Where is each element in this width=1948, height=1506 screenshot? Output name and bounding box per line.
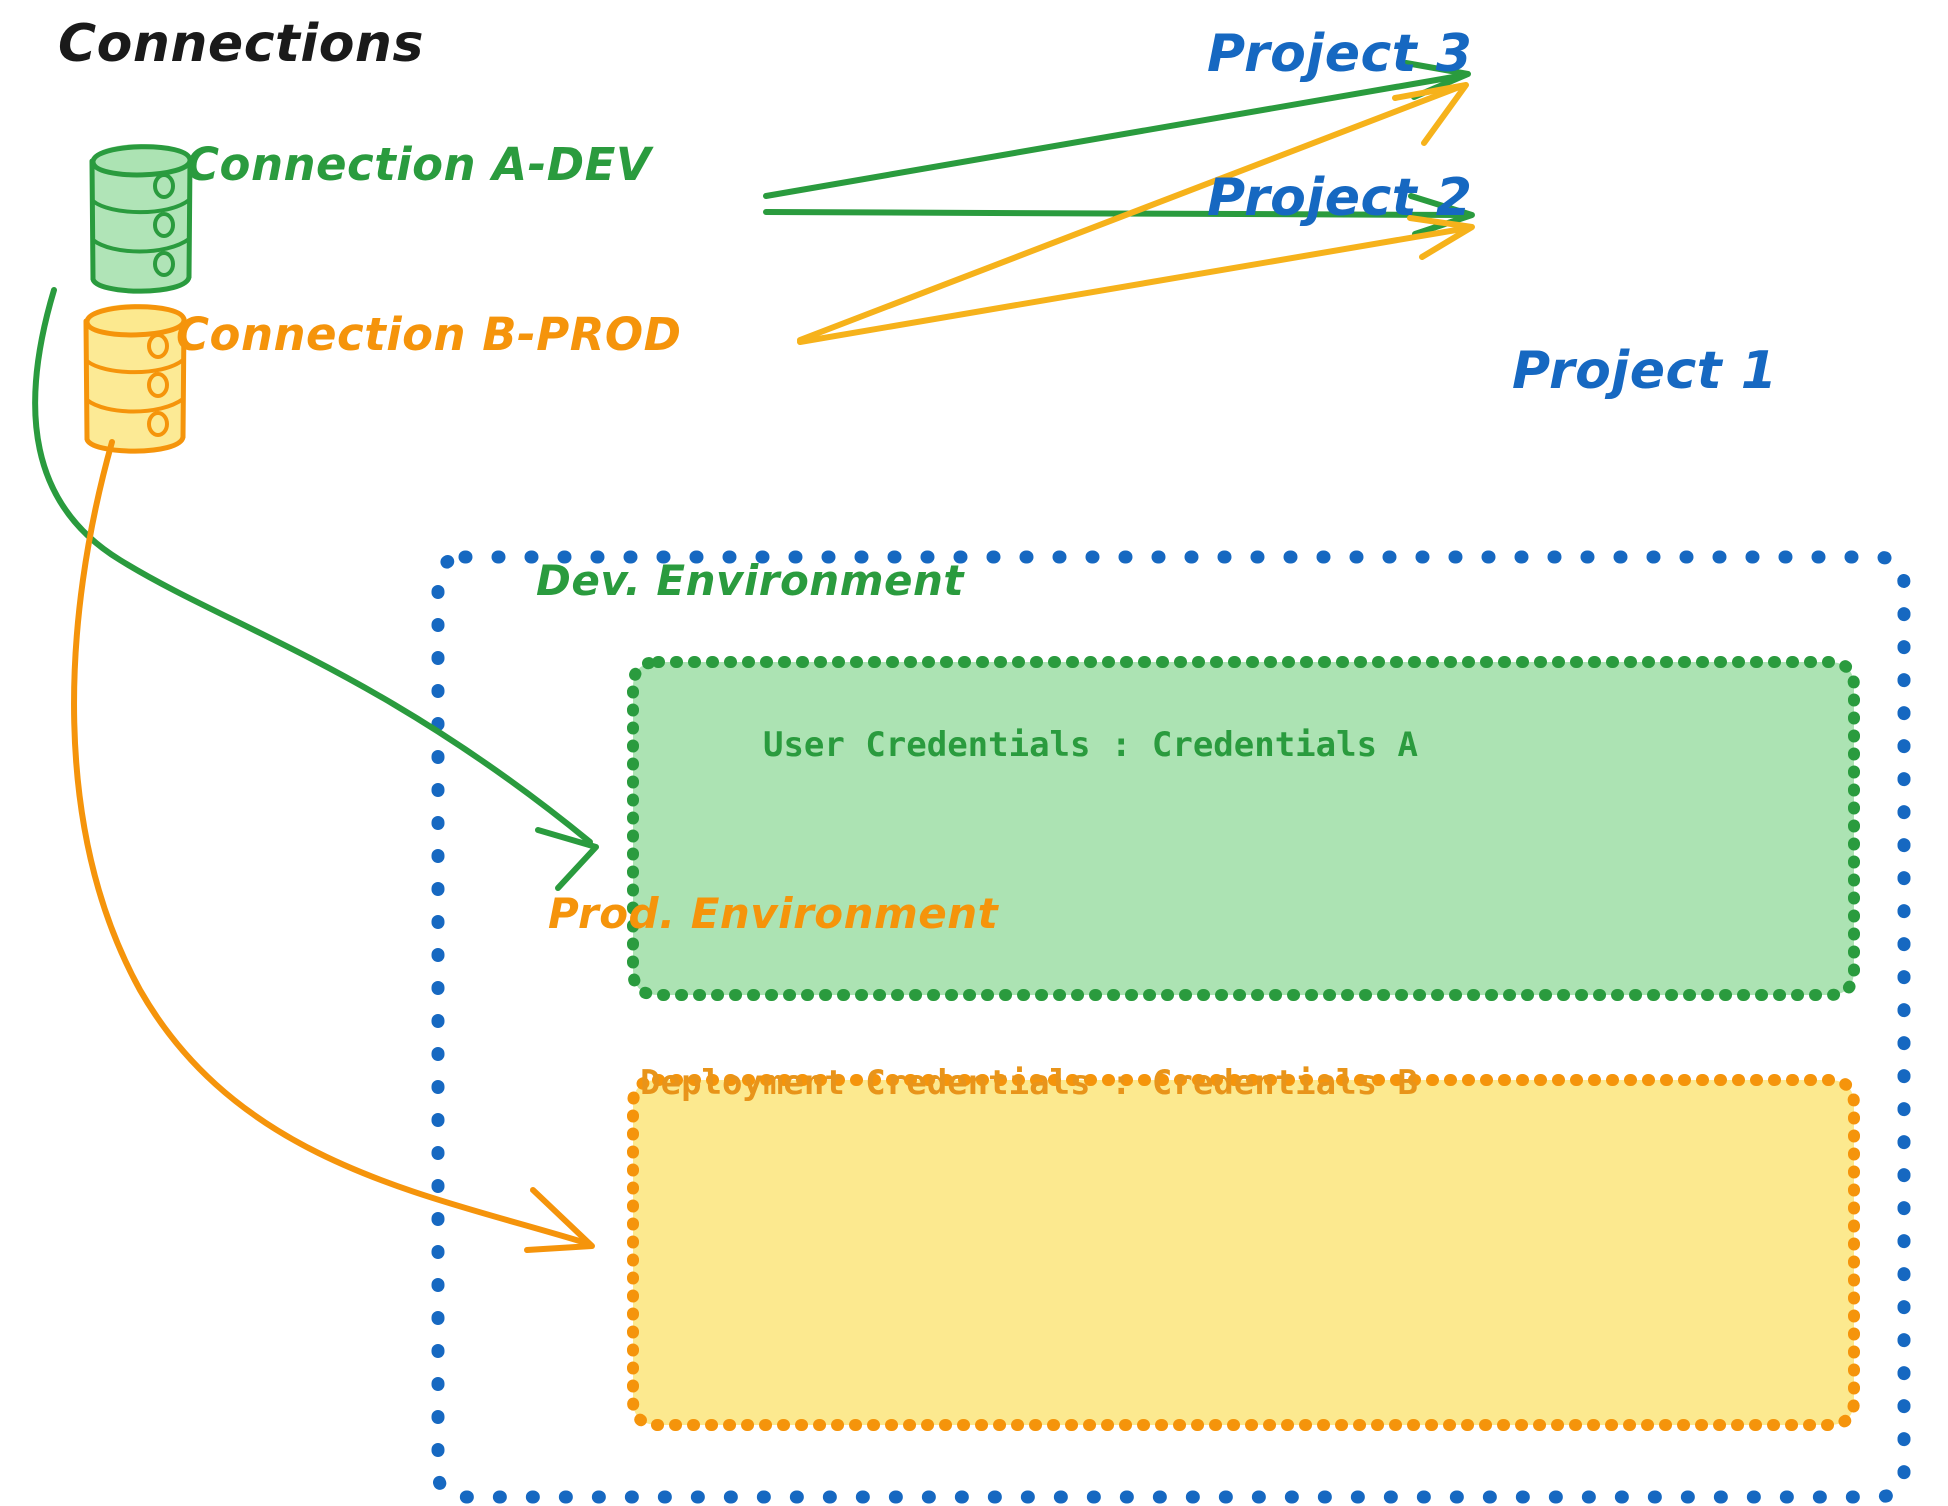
prod-environment-title: Prod. Environment [548,889,999,938]
project-2-label[interactable]: Project 2 [1207,168,1473,228]
database-cylinder-icon-a[interactable] [89,144,193,294]
edge-conn-b-to-prod-environment [71,439,595,1253]
prod-environment-credentials: Deployment Credentials : Credentials B [640,1063,1418,1103]
connection-a-label[interactable]: Connection A-DEV [186,138,652,191]
connection-b-label[interactable]: Connection B-PROD [176,308,682,361]
edge-conn-b-to-project-2 [797,215,1475,345]
database-cylinder-icon-b[interactable] [83,304,187,454]
project-3-label[interactable]: Project 3 [1207,24,1473,84]
dev-environment-title: Dev. Environment [536,556,964,605]
dev-environment-credentials: User Credentials : Credentials A [762,725,1418,765]
edge-conn-b-to-project-3 [797,82,1469,343]
prod-environment-box[interactable] [627,1074,1860,1431]
dev-environment-box[interactable] [627,656,1860,1001]
project-1-label[interactable]: Project 1 [1512,341,1778,401]
edge-conn-a-to-project-2 [763,193,1475,237]
page-title: Connections [58,14,424,74]
edge-conn-a-to-dev-environment [32,287,599,891]
